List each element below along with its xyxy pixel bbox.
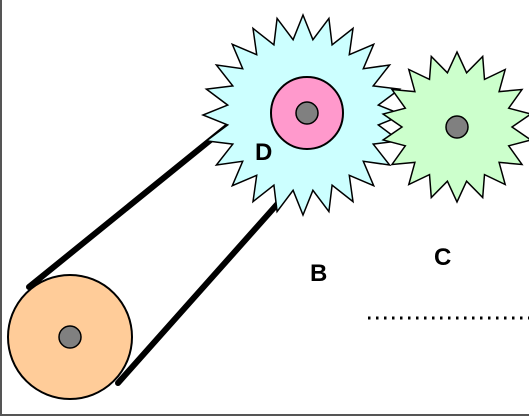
label-b: B (310, 260, 327, 287)
drive-pulley-axle (58, 325, 82, 349)
gear-c-axle (445, 115, 469, 139)
drive-pulley (7, 274, 133, 400)
pulley-d-axle (295, 101, 319, 125)
pulley-d (270, 76, 344, 150)
label-c: C (434, 244, 451, 271)
label-d: D (255, 139, 272, 166)
gear-c (381, 50, 529, 204)
